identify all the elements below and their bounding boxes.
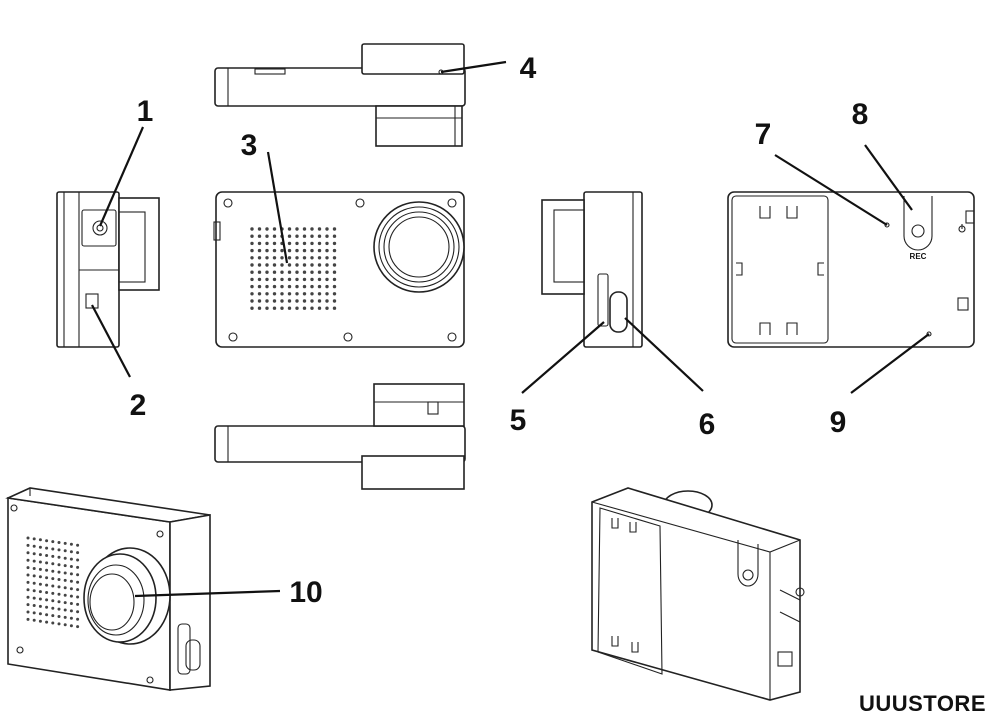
perspective-back-view	[591, 487, 805, 701]
callout-labels: 1 2 3 4 5 6 7 8 9 10	[130, 52, 869, 609]
brand-watermark: UUUSTORE	[858, 691, 986, 716]
rec-label: REC	[910, 252, 927, 261]
callout-6: 6	[699, 408, 716, 441]
top-view	[214, 43, 466, 147]
perspective-front-view	[5, 487, 211, 691]
callout-2: 2	[130, 389, 147, 422]
callout-7: 7	[755, 118, 772, 151]
callout-5: 5	[510, 404, 527, 437]
speaker-grille-perspective	[26, 536, 80, 629]
bottom-view	[214, 383, 466, 490]
callout-9: 9	[830, 406, 847, 439]
left-side-view	[56, 191, 160, 348]
callout-3: 3	[241, 129, 258, 162]
right-side-view	[541, 191, 643, 348]
callout-4: 4	[520, 52, 537, 85]
front-view	[213, 191, 465, 348]
callout-10: 10	[289, 576, 322, 609]
callout-1: 1	[137, 95, 154, 128]
back-view: REC	[727, 191, 975, 348]
speaker-grille	[250, 227, 337, 310]
callout-8: 8	[852, 98, 869, 131]
leader-lines	[91, 60, 930, 598]
